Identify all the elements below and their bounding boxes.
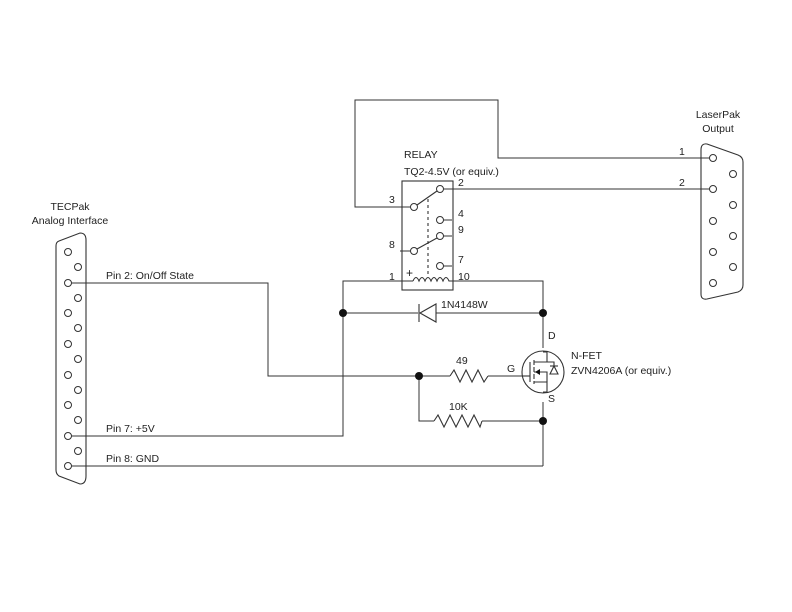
wire-relay-pin1-to-rail: [70, 280, 413, 437]
laserpak-title-line1: LaserPak: [696, 109, 741, 121]
junction-source-pulldown: [539, 417, 547, 425]
laserpak-pin2-number: 2: [679, 177, 685, 189]
tecpak-pin: [64, 371, 72, 379]
junctions: [339, 309, 547, 425]
resistor-gate-zigzag: [449, 368, 489, 384]
resistor-gate-label: 49: [456, 355, 468, 367]
tecpak-left-pins: [64, 248, 72, 470]
relay-pin-4-label: 4: [458, 208, 464, 220]
resistor-gate: 49: [449, 355, 489, 384]
tecpak-pin2-label: Pin 2: On/Off State: [106, 270, 194, 282]
relay-contact-4: [436, 216, 444, 224]
laserpak-pin: [729, 263, 737, 271]
junction-drain-diode: [539, 309, 547, 317]
tecpak-pin-8: [64, 462, 72, 470]
tecpak-pin: [74, 355, 82, 363]
junction-gate-node: [415, 372, 423, 380]
relay-contact-7: [436, 262, 444, 270]
laserpak-pin-2: [709, 185, 717, 193]
diode: 1N4148W: [418, 299, 488, 323]
tecpak-pin7-label: Pin 7: +5V: [106, 423, 155, 435]
relay-contact-8: [410, 247, 418, 255]
laserpak-title-line2: Output: [702, 123, 734, 135]
mosfet-arrow: [535, 369, 540, 375]
laserpak-pin: [729, 232, 737, 240]
diode-label: 1N4148W: [441, 299, 488, 311]
tecpak-pin: [64, 248, 72, 256]
laserpak-pin-1: [709, 154, 717, 162]
relay-switch-arm-lower: [416, 237, 438, 250]
junction-rail-diode: [339, 309, 347, 317]
tecpak-title-line2: Analog Interface: [32, 215, 109, 227]
mosfet: D G S N-FET ZVN4206A (or equiv.): [507, 330, 671, 405]
diode-triangle: [418, 303, 437, 323]
mosfet-body-diode-triangle: [549, 364, 559, 375]
laserpak-pin1-number: 1: [679, 146, 685, 158]
tecpak-pin: [74, 294, 82, 302]
resistor-pulldown-zigzag: [433, 413, 483, 429]
wires: [70, 99, 713, 467]
relay-pin-9-label: 9: [458, 224, 464, 236]
relay-part-number: TQ2-4.5V (or equiv.): [404, 166, 499, 178]
laserpak-right-pins: [729, 170, 737, 271]
mosfet-gate-label: G: [507, 363, 515, 375]
laserpak-pin: [709, 217, 717, 225]
tecpak-pin: [74, 416, 82, 424]
tecpak-pin: [74, 263, 82, 271]
tecpak-connector-shell: [55, 232, 87, 485]
relay-contact-2: [436, 185, 444, 193]
wire-pin2-to-gate: [70, 282, 419, 377]
relay: + RELAY TQ2-4.5V (or equiv.) 2 3 4 9 8 7…: [389, 149, 499, 291]
laserpak-connector: LaserPak Output 1 2: [679, 109, 744, 300]
wire-pulldown-left: [418, 376, 434, 422]
relay-switch-arm-upper: [416, 190, 438, 206]
relay-contact-9: [436, 232, 444, 240]
tecpak-pin: [64, 340, 72, 348]
tecpak-connector: TECPak Analog Interface Pin 2: On/Off St…: [32, 201, 194, 485]
relay-body: [401, 180, 454, 291]
tecpak-pin: [74, 324, 82, 332]
relay-coil-plus: +: [406, 266, 413, 280]
relay-pin-10-label: 10: [458, 271, 470, 283]
mosfet-source-label: S: [548, 393, 555, 405]
mosfet-body-conn: [534, 371, 548, 382]
laserpak-pin: [709, 248, 717, 256]
wire-laser-pin1-relay-pin3: [354, 99, 713, 208]
mosfet-body: [521, 350, 565, 394]
mosfet-drain-label: D: [548, 330, 556, 342]
laserpak-connector-shell: [700, 143, 744, 300]
relay-pin-2-label: 2: [458, 177, 464, 189]
mosfet-source-conn: [534, 381, 548, 393]
laserpak-left-pins: [709, 154, 717, 287]
tecpak-pin: [64, 401, 72, 409]
relay-pin-3-label: 3: [389, 194, 395, 206]
resistor-pulldown-label: 10K: [449, 401, 468, 413]
laserpak-pin: [729, 170, 737, 178]
relay-pin-8-label: 8: [389, 239, 395, 251]
tecpak-pin-7: [64, 432, 72, 440]
tecpak-pin: [64, 309, 72, 317]
tecpak-pin8-label: Pin 8: GND: [106, 453, 160, 465]
relay-contact-3: [410, 203, 418, 211]
tecpak-pin: [74, 447, 82, 455]
tecpak-pin-2: [64, 279, 72, 287]
wire-relay-pin10-to-drain: [460, 280, 544, 313]
mosfet-body-diode-leads: [547, 361, 555, 366]
tecpak-right-pins: [74, 263, 82, 455]
mosfet-type: N-FET: [571, 350, 602, 362]
laserpak-pin: [709, 279, 717, 287]
resistor-pulldown: 10K: [433, 401, 483, 429]
mosfet-part-number: ZVN4206A (or equiv.): [571, 365, 671, 377]
relay-pin-1-label: 1: [389, 271, 395, 283]
relay-pin-7-label: 7: [458, 254, 464, 266]
mosfet-drain-conn: [534, 351, 548, 363]
relay-title: RELAY: [404, 149, 438, 161]
tecpak-title-line1: TECPak: [50, 201, 90, 213]
laserpak-pin: [729, 201, 737, 209]
tecpak-pin: [74, 386, 82, 394]
relay-coil: [412, 276, 460, 283]
